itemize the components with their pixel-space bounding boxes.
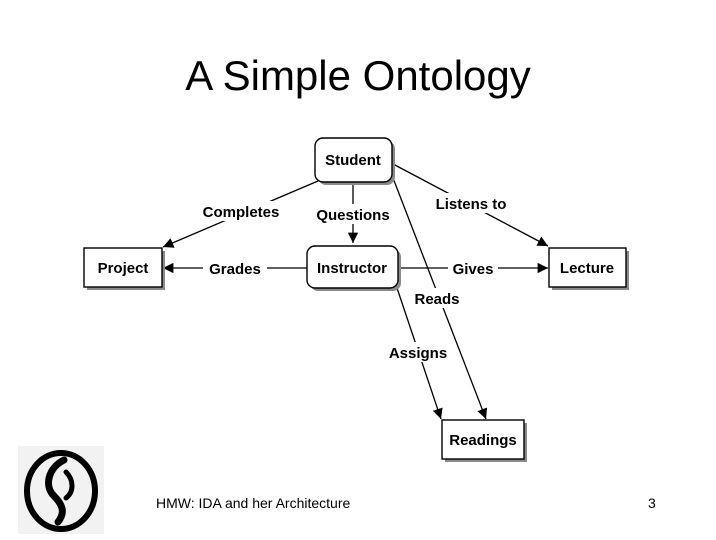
svg-text:Student: Student — [325, 152, 381, 169]
edge-label-completes: Completes — [198, 201, 284, 221]
svg-text:Instructor: Instructor — [317, 260, 387, 277]
svg-text:Questions: Questions — [316, 207, 389, 224]
svg-text:Listens to: Listens to — [436, 196, 507, 213]
svg-text:Reads: Reads — [414, 291, 459, 308]
edge-label-grades: Grades — [203, 258, 267, 278]
node-instructor: Instructor — [306, 245, 401, 291]
node-lecture: Lecture — [548, 247, 629, 290]
logo-icon — [18, 446, 104, 534]
svg-text:Readings: Readings — [449, 432, 517, 449]
slide-title: A Simple Ontology — [185, 52, 531, 99]
node-project: Project — [83, 247, 165, 290]
footer-text: HMW: IDA and her Architecture — [156, 495, 351, 511]
edge-label-assigns: Assigns — [384, 342, 452, 362]
page-number: 3 — [648, 495, 656, 511]
edge-label-listens-to: Listens to — [430, 193, 512, 213]
svg-text:Completes: Completes — [203, 204, 280, 221]
svg-text:Gives: Gives — [453, 261, 494, 278]
edge-label-gives: Gives — [448, 258, 498, 278]
svg-text:Project: Project — [98, 260, 149, 277]
ontology-diagram: Completes Questions Listens to Grades Gi… — [83, 137, 629, 462]
svg-text:Grades: Grades — [209, 261, 261, 278]
node-readings: Readings — [441, 419, 527, 462]
edge-label-reads: Reads — [410, 288, 464, 308]
node-student: Student — [314, 137, 395, 185]
edge-label-questions: Questions — [312, 204, 394, 224]
svg-text:Assigns: Assigns — [389, 345, 447, 362]
svg-text:Lecture: Lecture — [560, 260, 614, 277]
